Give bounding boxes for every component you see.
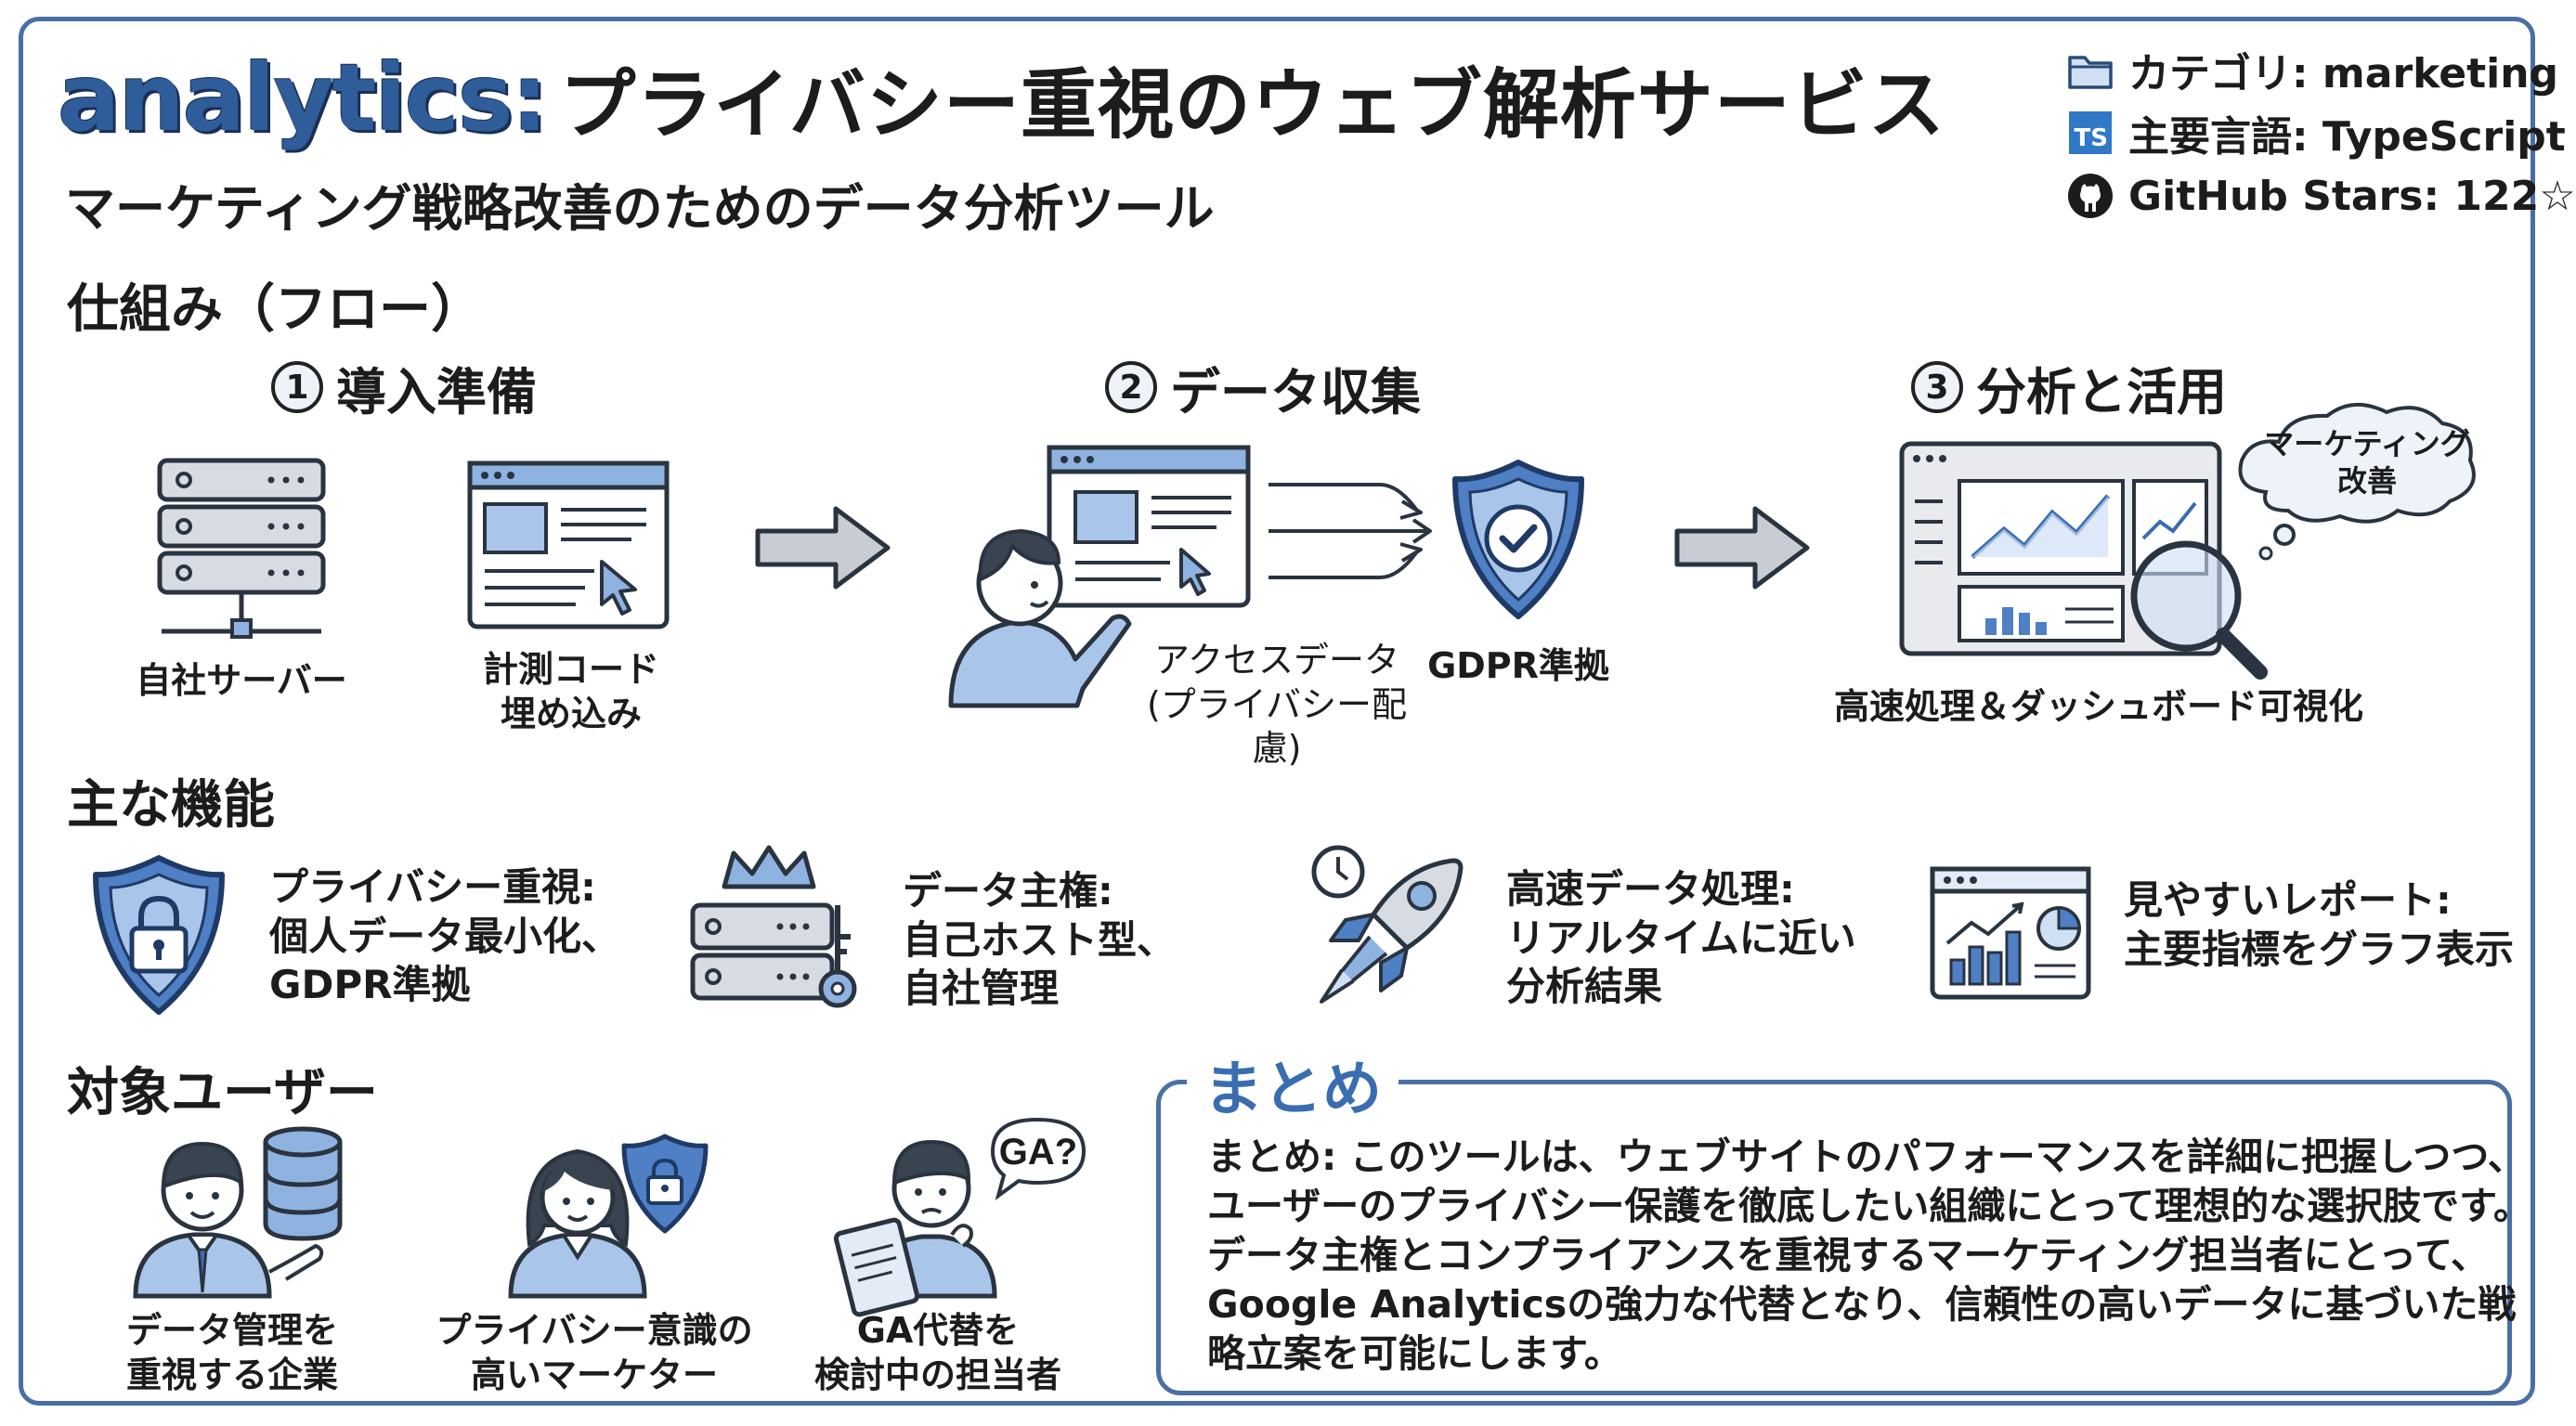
feature-privacy-text: プライバシー重視: 個人データ最小化、 GDPR準拠 (269, 864, 621, 1007)
rocket-clock-icon (1311, 845, 1464, 1004)
summary-line-2: ユーザーのプライバシー保護を徹底したい組織にとって理想的な選択肢です。 (1207, 1183, 2531, 1228)
code-window-icon (467, 460, 670, 629)
person-browser-icon (948, 445, 1251, 708)
data-flow-lines (1268, 483, 1432, 579)
gdpr-caption: GDPR準拠 (1427, 645, 1609, 686)
marketer-shield-icon (508, 1134, 709, 1299)
summary-line-1: まとめ: このツールは、ウェブサイトのパフォーマンスを詳細に把握しつつ、 (1207, 1134, 2526, 1179)
typescript-icon: TS (2069, 111, 2112, 154)
step-2-heading: 2 データ収集 (1105, 355, 1421, 421)
features-heading: 主な機能 (67, 775, 275, 836)
report-chart-icon (1930, 866, 2091, 1000)
step-3-number: 3 (1911, 361, 1963, 413)
access-data-caption: アクセスデータ (プライバシー配慮) (1146, 640, 1408, 769)
outer-frame (19, 17, 2535, 1406)
code-caption: 計測コード 埋め込み (482, 649, 659, 734)
meta-stars-label: GitHub Stars: 122☆ (2128, 172, 2576, 220)
server-icon (157, 458, 326, 639)
summary-text: まとめ: このツールは、ウェブサイトのパフォーマンスを詳細に把握しつつ、 ユーザ… (1207, 1133, 2531, 1378)
feature-sovereignty-text: データ主権: 自己ホスト型、 自社管理 (903, 868, 1177, 1011)
meta-category-label: カテゴリ: marketing (2128, 50, 2559, 97)
title-description: プライバシー重視のウェブ解析サービス (559, 60, 1945, 149)
title-project-name: analytics: (58, 43, 548, 152)
ga-bubble-text: GA? (999, 1132, 1077, 1173)
folder-icon (2068, 56, 2113, 89)
crown-server-key-icon (690, 845, 857, 1008)
summary-line-5: 略立案を可能にします。 (1207, 1330, 1622, 1376)
github-icon (2068, 174, 2113, 218)
dashboard-icon (1899, 441, 2268, 680)
summary-box (1156, 1080, 2512, 1395)
step-1-number: 1 (271, 361, 323, 413)
summary-heading: まとめ (1187, 1042, 1399, 1127)
feature-speed-text: 高速データ処理: リアルタイムに近い 分析結果 (1506, 866, 1856, 1009)
feature-report-text: 見やすいレポート: 主要指標をグラフ表示 (2124, 877, 2515, 972)
user-enterprise-label: データ管理を 重視する企業 (125, 1310, 338, 1395)
businessman-database-icon (133, 1126, 343, 1299)
server-caption: 自社サーバー (136, 660, 347, 701)
thought-cloud-icon (2238, 402, 2476, 561)
meta-stars: GitHub Stars: 122☆ (2065, 167, 2576, 225)
gdpr-shield-icon (1452, 460, 1584, 619)
page-subtitle: マーケティング戦略改善のためのデータ分析ツール (65, 179, 1215, 238)
shield-lock-icon (93, 855, 225, 1015)
thought-caption: マーケティング 改善 (2264, 426, 2470, 499)
user-marketer-label: プライバシー意識の 高いマーケター (436, 1310, 753, 1395)
step-1-title: 導入準備 (336, 362, 537, 421)
meta-language-label: 主要言語: TypeScript (2128, 113, 2566, 161)
meta-category: カテゴリ: marketing (2065, 41, 2558, 98)
page-title: analytics: プライバシー重視のウェブ解析サービス (58, 37, 1945, 158)
dashboard-caption: 高速処理＆ダッシュボード可視化 (1833, 686, 2363, 727)
step-3-title: 分析と活用 (1976, 362, 2227, 421)
step-1-heading: 1 導入準備 (271, 355, 537, 421)
flow-arrow-2 (1674, 506, 1810, 590)
flow-arrow-1 (755, 506, 891, 590)
step-2-number: 2 (1105, 361, 1157, 413)
step-3-heading: 3 分析と活用 (1911, 355, 2227, 421)
summary-line-4: Google Analyticsの強力な代替となり、信頼性の高いデータに基づいた… (1207, 1281, 2517, 1327)
flow-heading: 仕組み（フロー） (67, 279, 483, 340)
step-2-title: データ収集 (1170, 362, 1421, 421)
meta-language: TS 主要言語: TypeScript (2065, 104, 2566, 162)
user-ga-label: GA代替を 検討中の担当者 (813, 1310, 1061, 1395)
users-heading: 対象ユーザー (67, 1063, 378, 1123)
summary-line-3: データ主権とコンプライアンスを重視するマーケティング担当者にとって、 (1207, 1232, 2490, 1277)
person-tablet-icon: GA? (833, 1117, 1086, 1317)
